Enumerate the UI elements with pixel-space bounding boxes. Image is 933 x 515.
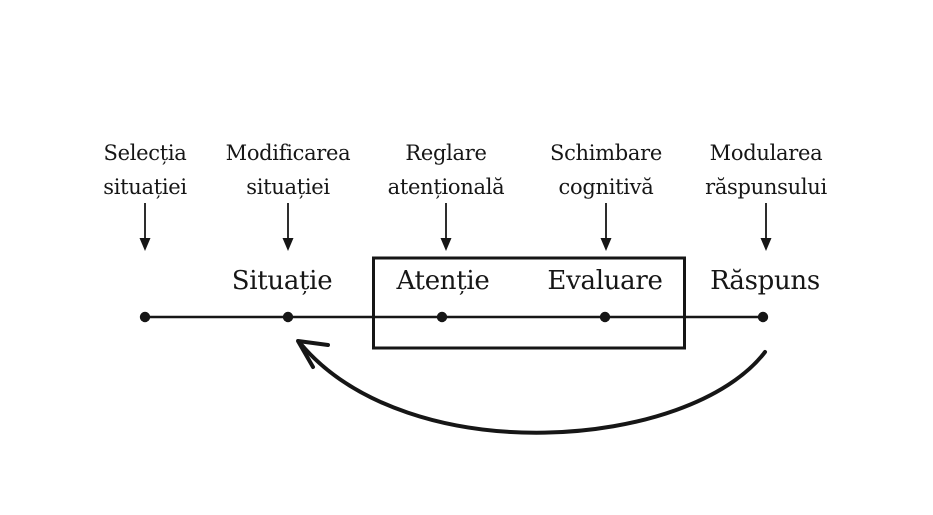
- down-arrow-schimbare: [600, 203, 612, 251]
- strategy-label-line: Schimbare: [549, 141, 663, 165]
- stage-label-situatie: Situație: [231, 266, 333, 296]
- down-arrow-modificarea: [282, 203, 294, 251]
- strategy-label-line: Reglare: [405, 141, 487, 165]
- down-arrow-selectia: [139, 203, 151, 251]
- strategy-label-line: cognitivă: [558, 175, 654, 199]
- process-box: [372, 256, 686, 350]
- strategy-label-line: Selecția: [103, 141, 187, 165]
- strategy-label-line: situației: [246, 175, 330, 199]
- strategy-label-modificarea-situatiei: Modificarea situației: [226, 136, 351, 204]
- stage-label-raspuns: Răspuns: [710, 266, 820, 296]
- strategy-label-schimbare-cognitiva: Schimbare cognitivă: [550, 136, 662, 204]
- strategy-label-selectia-situatiei: Selecția situației: [103, 136, 187, 204]
- feedback-arrowhead-icon: [296, 339, 330, 369]
- timeline-dot-raspuns: [757, 311, 769, 323]
- down-arrow-modularea: [760, 203, 772, 251]
- timeline-dot-atentie: [436, 311, 448, 323]
- strategy-label-line: atențională: [387, 175, 505, 199]
- strategy-label-line: situației: [103, 175, 187, 199]
- timeline-dot-situatie: [282, 311, 294, 323]
- timeline-dot-start: [139, 311, 151, 323]
- down-arrow-reglare: [440, 203, 452, 251]
- stage-label-atentie: Atenție: [396, 266, 490, 296]
- feedback-arrow: [298, 341, 767, 435]
- strategy-label-line: Modularea: [709, 141, 823, 165]
- stage-label-evaluare: Evaluare: [547, 266, 663, 296]
- strategy-label-line: Modificarea: [225, 141, 351, 165]
- strategy-label-line: răspunsului: [705, 175, 827, 199]
- strategy-label-reglare-atentionala: Reglare atențională: [388, 136, 505, 204]
- strategy-label-modularea-raspunsului: Modularea răspunsului: [705, 136, 827, 204]
- timeline-dot-evaluare: [599, 311, 611, 323]
